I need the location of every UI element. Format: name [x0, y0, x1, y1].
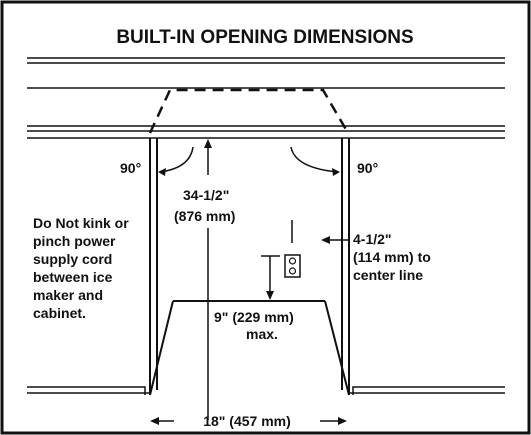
warning-line-5: maker and [33, 287, 103, 303]
width-arrowhead-left [150, 417, 159, 425]
electrical-outlet-icon [284, 254, 301, 278]
angle-arrowhead-right [332, 168, 340, 176]
outlet-height-label-2: max. [246, 326, 278, 342]
outlet-height-label-1: 9" (229 mm) [214, 309, 294, 325]
height-label-metric: (876 mm) [174, 208, 235, 224]
outlet-height-dimension [261, 255, 280, 292]
outlet-height-arrowhead [266, 291, 274, 300]
header-separator [27, 57, 505, 64]
warning-line-4: between ice [33, 269, 113, 285]
opening-back-wall [149, 300, 350, 396]
angle-arrowhead-left [158, 168, 166, 176]
outlet-offset-arrowhead [321, 236, 330, 244]
countertop-lines [27, 125, 505, 139]
height-label-imperial: 34-1/2" [183, 187, 229, 203]
opening-walls [149, 138, 350, 395]
angle-label-left: 90° [120, 160, 141, 176]
outlet-offset-line-3: center line [353, 267, 423, 283]
width-label: 18" (457 mm) [203, 413, 291, 429]
warning-line-3: supply cord [33, 251, 112, 267]
floor-lines [27, 386, 505, 395]
diagram-title: BUILT-IN OPENING DIMENSIONS [116, 27, 413, 48]
ice-maker-top-dashed [148, 88, 350, 134]
warning-line-6: cabinet. [33, 305, 86, 321]
outlet-offset-line-2: (114 mm) to [353, 249, 431, 265]
warning-line-1: Do Not kink or [33, 215, 129, 231]
warning-line-2: pinch power [33, 233, 116, 249]
width-arrowhead-right [338, 417, 347, 425]
outlet-socket-upper [288, 257, 297, 265]
angle-arcs [159, 146, 339, 173]
angle-label-right: 90° [357, 160, 378, 176]
height-arrowhead-top [204, 139, 212, 148]
outlet-offset-line-1: 4-1/2" [353, 231, 392, 247]
outlet-socket-lower [288, 267, 297, 275]
